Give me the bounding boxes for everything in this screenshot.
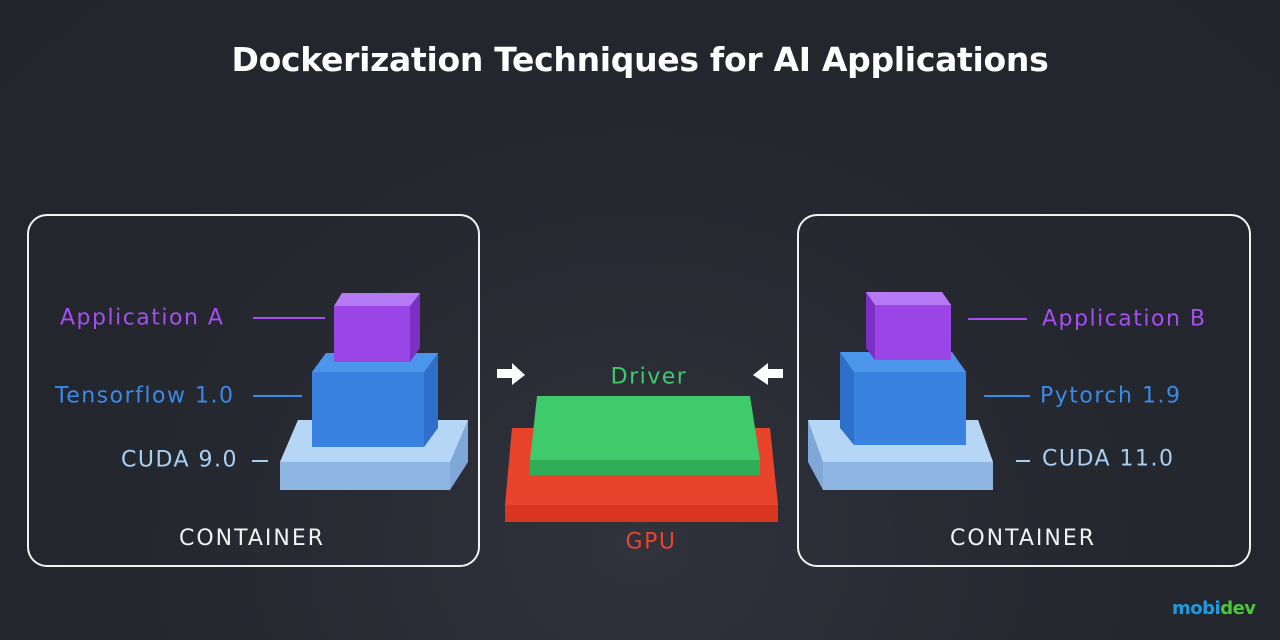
left-framework-block — [312, 353, 438, 447]
arrow-left-icon — [753, 363, 783, 385]
cuda-11-label: CUDA 11.0 — [1042, 446, 1175, 472]
right-framework-block — [840, 352, 966, 445]
page-title: Dockerization Techniques for AI Applicat… — [231, 40, 1049, 79]
gpu-label: GPU — [625, 529, 677, 555]
logo-text-mobi: mobi — [1172, 598, 1221, 619]
application-b-label: Application B — [1042, 306, 1207, 332]
cuda-9-label: CUDA 9.0 — [121, 447, 239, 473]
left-container-frame — [27, 214, 480, 567]
right-container-label: CONTAINER — [949, 526, 1097, 551]
right-application-block — [866, 292, 951, 360]
left-application-block — [334, 293, 420, 362]
left-container-label: CONTAINER — [178, 526, 326, 551]
application-a-label: Application A — [60, 305, 225, 331]
tensorflow-label: Tensorflow 1.0 — [55, 383, 235, 409]
logo-text-dev: dev — [1220, 598, 1256, 619]
mobidev-logo: mobidev — [1172, 598, 1256, 619]
driver-label: Driver — [610, 364, 688, 390]
arrow-right-icon — [497, 363, 525, 385]
driver-block — [530, 396, 760, 475]
right-container-frame — [797, 214, 1251, 567]
pytorch-label: Pytorch 1.9 — [1040, 383, 1182, 409]
